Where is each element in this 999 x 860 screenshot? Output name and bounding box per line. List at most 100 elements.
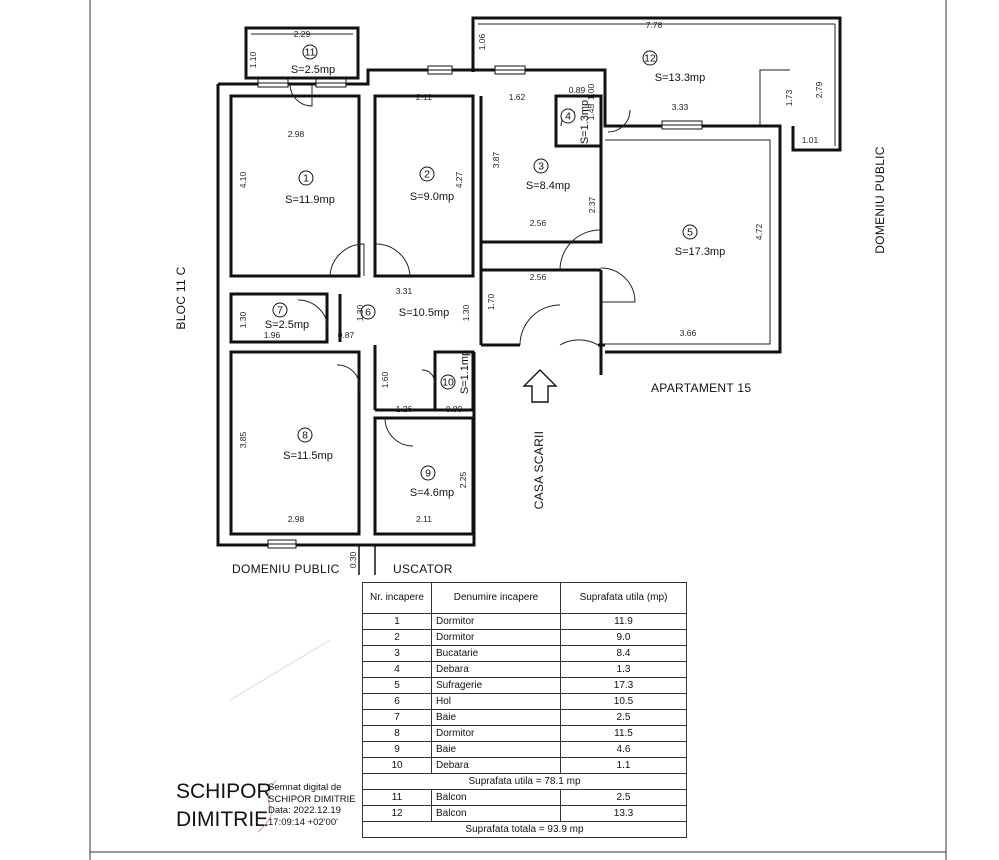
exterior-walls: [216, 68, 782, 547]
dimension-label: 2.37: [587, 196, 597, 213]
dimension-label: 1.30: [355, 304, 365, 321]
room-number: 11: [305, 47, 316, 59]
dimension-label: 1.45: [586, 103, 596, 120]
interior-walls: [229, 94, 771, 536]
room-number-circle: [302, 44, 318, 60]
dimension-label: 2.25: [458, 471, 468, 488]
signature-name-line1: SCHIPOR: [176, 780, 272, 803]
header-suprafata: Suprafata utila (mp): [560, 582, 687, 614]
cell-denumire: Dormitor: [431, 725, 561, 742]
room-number: 8: [302, 430, 308, 442]
dimension-label: 1.62: [509, 92, 526, 102]
entrance-arrow-icon: [522, 369, 558, 403]
cell-nr: 6: [362, 693, 432, 710]
cell-denumire: Balcon: [431, 789, 561, 806]
dimension-label: 4.27: [454, 171, 464, 188]
cell-denumire: Dormitor: [431, 629, 561, 646]
dimension-label: 1.60: [380, 371, 390, 388]
dimension-label: 2.56: [530, 272, 547, 282]
cell-suprafata: 9.0: [560, 629, 687, 646]
cell-denumire: Balcon: [431, 805, 561, 822]
cell-denumire: Dormitor: [431, 613, 561, 630]
dimension-label: 1.06: [477, 33, 487, 50]
cell-suprafata: 11.9: [560, 613, 687, 630]
cell-nr: 7: [362, 709, 432, 726]
table-header-row: Nr. incapere Denumire incapere Suprafata…: [362, 582, 687, 614]
cell-suprafata: 8.4: [560, 645, 687, 662]
hall-details: [358, 343, 605, 575]
dimension-label: 2.79: [814, 81, 824, 98]
dimension-label: 2.11: [416, 92, 432, 102]
signature-detail: Semnat digital de SCHIPOR DIMITRIE Data:…: [268, 782, 356, 828]
cell-denumire: Sufragerie: [431, 677, 561, 694]
dimension-label: 2.29: [294, 29, 311, 39]
room-number-circle: [298, 170, 314, 186]
dimension-label: 4.10: [238, 171, 248, 188]
dimension-label: 1.73: [784, 89, 794, 106]
cell-denumire: Debara: [431, 661, 561, 678]
signature-detail-line: 17:09:14 +02'00': [268, 816, 338, 828]
room-area-table: Nr. incapere Denumire incapere Suprafata…: [362, 582, 687, 838]
dimension-label: 0.80: [446, 404, 463, 414]
cell-denumire: Bucatarie: [431, 645, 561, 662]
balcony-11: [244, 26, 360, 80]
cell-nr: 5: [362, 677, 432, 694]
room-area-label: S=2.5mp: [291, 64, 335, 76]
room-number-circle: [297, 427, 313, 443]
label-casa-scarii: CASA SCARII: [532, 431, 546, 510]
room-area-label: S=1.1mp: [459, 350, 471, 394]
cell-denumire: Baie: [431, 741, 561, 758]
room-number: 4: [565, 111, 571, 123]
room-number-circle: [560, 108, 576, 124]
dimension-label: 1.10: [248, 51, 258, 68]
dimension-label: 3.31: [396, 286, 413, 296]
cell-nr: 1: [362, 613, 432, 630]
cell-denumire: Debara: [431, 757, 561, 774]
label-apartament: APARTAMENT 15: [651, 381, 751, 395]
cell-nr: 10: [362, 757, 432, 774]
room-number-circle: [419, 166, 435, 182]
room-number: 1: [303, 173, 309, 185]
balcony-12: [471, 16, 842, 152]
dimension-label: 4.72: [754, 223, 764, 240]
room-area-label: S=8.4mp: [526, 180, 570, 192]
scribble-mark: [229, 639, 331, 701]
cell-suprafata: 2.5: [560, 789, 687, 806]
room-area-label: S=1.3mp: [579, 100, 591, 144]
dimension-label: 0.87: [338, 330, 355, 340]
cell-denumire: Baie: [431, 709, 561, 726]
dimension-label: 2.98: [288, 129, 305, 139]
dimension-label: 1.96: [264, 330, 281, 340]
dimension-label: 1.70: [486, 293, 496, 310]
dimension-label: 1.30: [461, 304, 471, 321]
dimension-label: 3.66: [680, 328, 697, 338]
room-number-circle: [272, 302, 288, 318]
room-number-circle: [440, 374, 456, 390]
signature-detail-line: Semnat digital de: [268, 782, 342, 793]
cell-suprafata: 11.5: [560, 725, 687, 742]
signature-name-line2: DIMITRIE: [176, 808, 269, 831]
dimension-label: 0.30: [348, 551, 358, 568]
room-number: 6: [365, 307, 371, 319]
dimension-label: 1.26: [396, 404, 413, 414]
signature-detail-line: SCHIPOR DIMITRIE: [268, 793, 356, 805]
cell-nr: 3: [362, 645, 432, 662]
cell-nr: 9: [362, 741, 432, 758]
dimension-label: 2.56: [530, 218, 547, 228]
signature-detail-line: Data: 2022.12.19: [268, 805, 341, 816]
room-number: 10: [442, 377, 454, 389]
cell-denumire: Hol: [431, 693, 561, 710]
dimension-label: 1.01: [802, 135, 819, 145]
subtotal-row: Suprafata utila = 78.1 mp: [362, 773, 687, 790]
